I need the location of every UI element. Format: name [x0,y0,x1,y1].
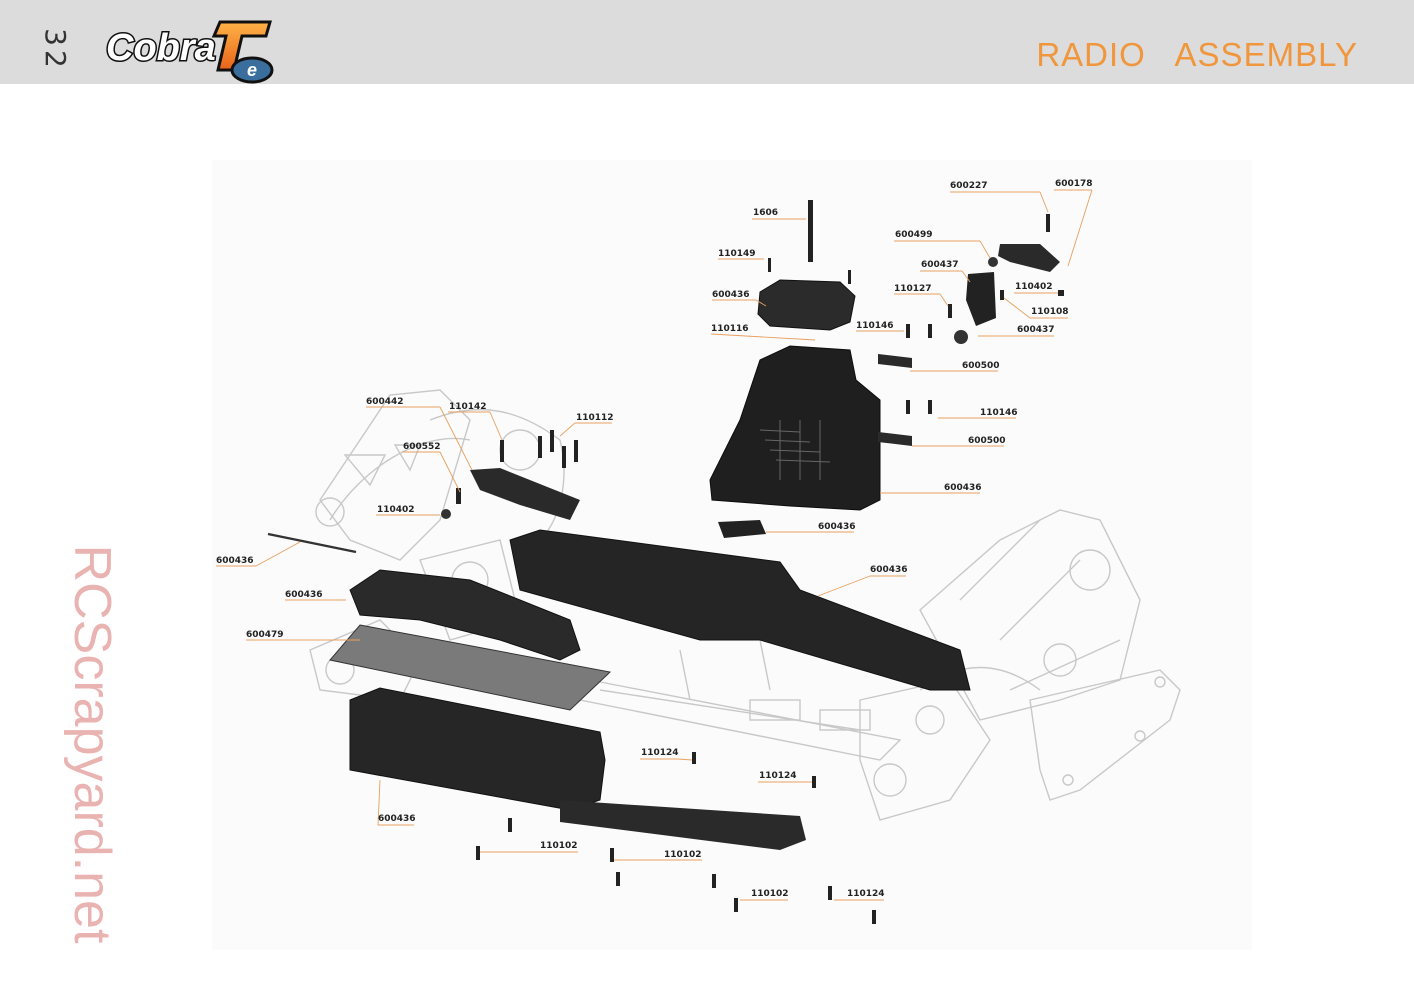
servo-mount-600436 [757,279,856,331]
part-label: 1606 [753,208,778,218]
diagram-parts [267,200,1064,924]
part-label: 600437 [921,260,959,270]
svg-text:e: e [247,60,257,80]
section-title: RADIO ASSEMBLY [1036,36,1358,73]
screws [456,214,1064,924]
page-header: 32 e Cobra RADIO ASSEMBLY [0,0,1414,84]
part-label: 600436 [378,814,416,824]
top-deck-600436 [349,569,581,661]
part-label: 600500 [962,361,1000,371]
plate-600500-b [878,432,912,446]
part-label: 110146 [856,321,894,331]
brand-logo: e Cobra [105,20,274,84]
battery-strap-600436 [560,800,806,850]
part-label: 600500 [968,436,1006,446]
part-label: 110142 [449,402,487,412]
part-label: 110149 [718,249,756,259]
part-label: 110102 [540,841,578,851]
part-label: 110124 [759,771,797,781]
part-label: 600178 [1055,179,1093,189]
steering-arm-600499 [998,244,1060,272]
part-label: 110112 [576,413,614,423]
part-label: 110102 [664,850,702,860]
ball-600437 [954,330,968,344]
part-label: 600442 [366,397,404,407]
svg-text:Cobra: Cobra [106,27,216,69]
part-label: 110402 [1015,282,1053,292]
part-label: 600436 [818,522,856,532]
antenna-600436 [267,532,357,554]
chassis-brace-600436 [509,529,971,691]
part-label: 600436 [216,556,254,566]
part-label: 110102 [751,889,789,899]
nut-110402 [441,509,451,519]
part-label: 600436 [285,590,323,600]
part-label: 110124 [641,748,679,758]
part-label: 600552 [403,442,441,452]
part-labels: 600227 600178 1606 600499 110149 600437 … [216,179,1093,899]
part-label: 110108 [1031,307,1069,317]
part-label: 600499 [895,230,933,240]
part-label: 600479 [246,630,284,640]
part-label: 110402 [377,505,415,515]
part-label: 110116 [711,324,749,334]
bulkhead-600442 [470,468,580,520]
receiver-box-600436 [709,345,881,511]
plate-600500-a [878,354,912,368]
part-label: 600437 [1017,325,1055,335]
watermark: RCScrapyard.net [63,544,121,944]
leader-lines [216,189,1093,901]
part-label: 110127 [894,284,932,294]
part-label: 600227 [950,181,988,191]
part-label: 110124 [847,889,885,899]
rod-1606 [808,200,813,262]
part-label: 600436 [870,565,908,575]
part-label: 110146 [980,408,1018,418]
small-block-600436 [718,520,766,538]
tape-sheet-600479 [329,624,612,711]
part-label: 600436 [712,290,750,300]
battery-box-600436 [349,687,606,811]
ball-600227 [988,257,998,267]
part-label: 600436 [944,483,982,493]
servo-saver-600437 [966,272,996,326]
